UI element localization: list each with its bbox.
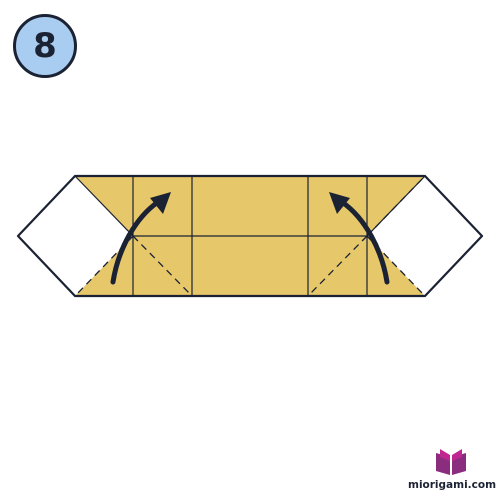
dashed-top-edges: [366, 175, 426, 237]
curved-fold-arrow-icon: [329, 192, 390, 285]
curved-fold-arrow-icon: [110, 192, 171, 285]
step-number-badge: 8: [13, 14, 77, 78]
open-book-logo-icon: [436, 449, 466, 475]
brand-site-name: miorigami.com: [408, 479, 497, 491]
brand-watermark: miorigami.com: [408, 447, 497, 493]
step-number: 8: [33, 26, 57, 66]
